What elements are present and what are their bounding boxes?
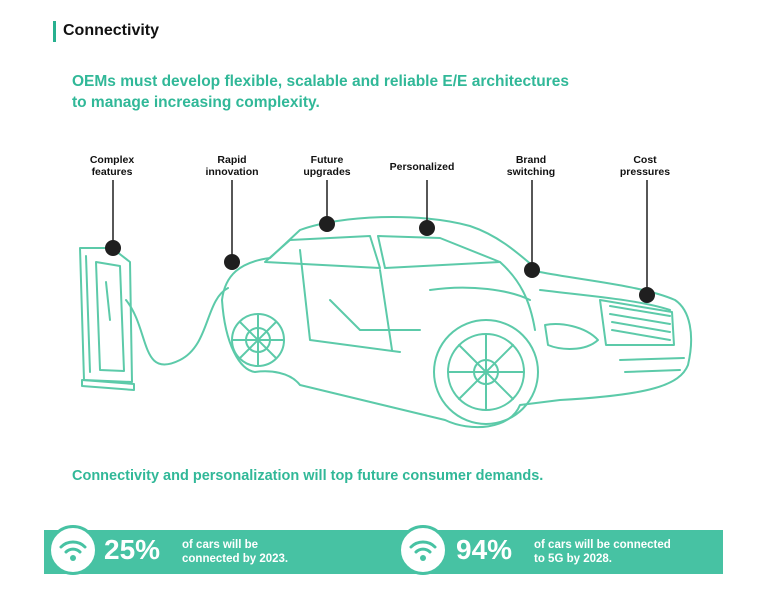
callout-line: Future bbox=[310, 154, 344, 166]
subheadline: Connectivity and personalization will to… bbox=[72, 468, 544, 484]
callout-line: Brand bbox=[515, 154, 547, 166]
stat-desc-line: connected by 2023. bbox=[182, 553, 289, 565]
stat-description: of cars will be connected by 2023. bbox=[182, 538, 352, 566]
rear-wheel bbox=[231, 313, 285, 367]
callout-dot-complex-features bbox=[105, 240, 121, 256]
callout-label-brand-switching: Brand switching bbox=[486, 154, 576, 178]
wifi-icon bbox=[48, 525, 98, 575]
car-charging-illustration bbox=[79, 180, 693, 429]
front-wheel bbox=[433, 319, 539, 425]
callout-dot-rapid-innovation bbox=[224, 254, 240, 270]
headline-line-2: to manage increasing complexity. bbox=[72, 94, 320, 111]
section-title: Connectivity bbox=[63, 22, 160, 39]
callout-label-complex-features: Complex features bbox=[67, 154, 157, 178]
headline: OEMs must develop flexible, scalable and… bbox=[72, 71, 569, 113]
callout-line: Complex bbox=[89, 154, 135, 166]
callout-dot-cost-pressures bbox=[639, 287, 655, 303]
stat-2023: 25% of cars will be connected by 2023. bbox=[44, 525, 384, 575]
stat-desc-line: to 5G by 2028. bbox=[534, 553, 612, 565]
callout-line: features bbox=[91, 166, 133, 178]
charging-station bbox=[79, 247, 135, 391]
callout-line: innovation bbox=[205, 166, 259, 178]
stat-value: 94% bbox=[456, 534, 513, 565]
section-accent-bar bbox=[53, 21, 56, 42]
stat-description: of cars will be connected to 5G by 2028. bbox=[534, 538, 704, 566]
callout-dot-brand-switching bbox=[524, 262, 540, 278]
callout-label-cost-pressures: Cost pressures bbox=[600, 154, 690, 178]
stat-2028: 94% of cars will be connected to 5G by 2… bbox=[394, 525, 723, 575]
callout-dot-personalized bbox=[419, 220, 435, 236]
callout-label-rapid-innovation: Rapid innovation bbox=[187, 154, 277, 178]
callout-line: upgrades bbox=[303, 166, 351, 178]
stat-value: 25% bbox=[104, 534, 161, 565]
callout-label-personalized: Personalized bbox=[377, 161, 467, 173]
callout-line: Personalized bbox=[389, 161, 455, 173]
stats-band: 25% of cars will be connected by 2023. 9… bbox=[44, 525, 723, 575]
callout-line: switching bbox=[506, 166, 556, 178]
stat-desc-line: of cars will be bbox=[182, 539, 259, 551]
wifi-icon bbox=[398, 525, 448, 575]
charging-cable bbox=[125, 287, 229, 366]
callout-line: pressures bbox=[619, 166, 671, 178]
callout-label-future-upgrades: Future upgrades bbox=[282, 154, 372, 178]
callout-line: Cost bbox=[633, 154, 657, 166]
callout-dot-future-upgrades bbox=[319, 216, 335, 232]
headline-line-1: OEMs must develop flexible, scalable and… bbox=[72, 73, 570, 90]
callout-line: Rapid bbox=[217, 154, 247, 166]
stat-desc-line: of cars will be connected bbox=[534, 539, 671, 551]
car-body bbox=[221, 215, 693, 429]
